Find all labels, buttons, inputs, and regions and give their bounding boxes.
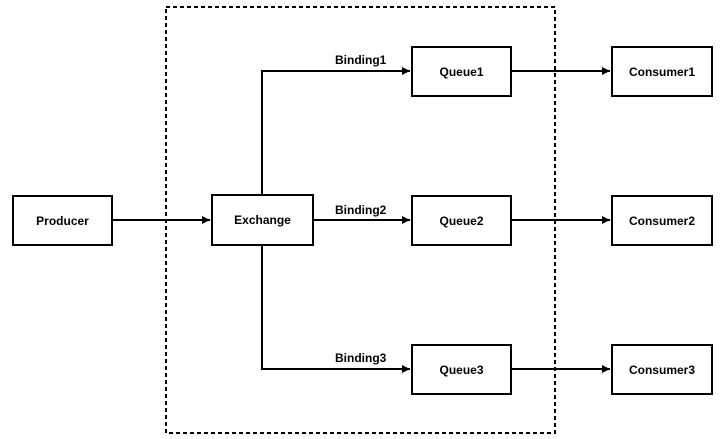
queue2-node: Queue2 — [411, 195, 512, 246]
consumer3-node: Consumer3 — [611, 344, 713, 395]
consumer3-label: Consumer3 — [628, 362, 696, 377]
producer-label: Producer — [36, 213, 89, 228]
binding3-label: Binding3 — [335, 351, 387, 365]
queue3-label: Queue3 — [439, 362, 484, 377]
consumer1-node: Consumer1 — [611, 46, 713, 97]
binding1-label: Binding1 — [335, 53, 387, 67]
queue2-label: Queue2 — [439, 213, 484, 228]
consumer2-label: Consumer2 — [628, 213, 696, 228]
exchange-node: Exchange — [211, 194, 314, 246]
binding2-label: Binding2 — [335, 203, 387, 217]
edge-exchange-queue3 — [261, 246, 410, 373]
exchange-label: Exchange — [234, 213, 291, 227]
edge-exchange-queue1 — [261, 67, 410, 194]
queue3-node: Queue3 — [411, 344, 512, 395]
producer-node: Producer — [12, 195, 113, 246]
consumer1-label: Consumer1 — [628, 64, 696, 79]
queue1-label: Queue1 — [439, 64, 484, 79]
queue1-node: Queue1 — [411, 46, 512, 97]
consumer2-node: Consumer2 — [611, 195, 713, 246]
